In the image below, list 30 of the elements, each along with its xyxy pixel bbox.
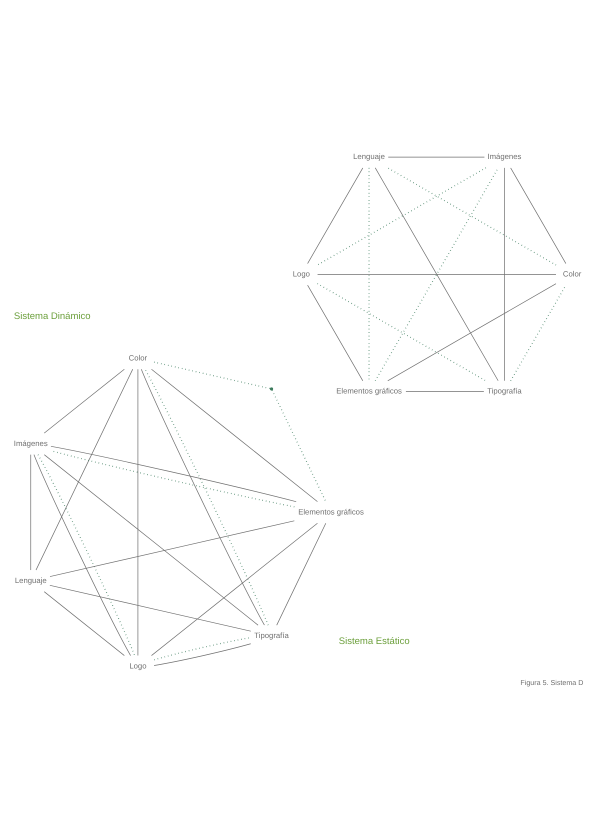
connector xyxy=(368,168,370,381)
connector xyxy=(272,390,326,502)
connector xyxy=(387,167,556,266)
connector xyxy=(388,156,485,158)
connector xyxy=(151,522,318,656)
connector xyxy=(317,274,556,275)
connector xyxy=(510,168,566,264)
connector xyxy=(504,167,505,382)
connector xyxy=(317,167,486,266)
connector xyxy=(154,643,252,666)
connector xyxy=(44,591,125,656)
connector xyxy=(50,520,295,577)
connector xyxy=(510,284,566,382)
connector xyxy=(307,168,364,264)
node-point xyxy=(270,387,274,391)
connector xyxy=(44,454,258,626)
label: Sistema Dinámico xyxy=(14,310,91,322)
connector xyxy=(154,637,251,660)
connector xyxy=(276,522,326,626)
connector xyxy=(406,391,484,392)
connector xyxy=(387,283,556,382)
connector xyxy=(30,454,32,570)
connector xyxy=(317,283,486,382)
connector xyxy=(307,284,364,382)
connector xyxy=(44,368,125,434)
connector xyxy=(36,368,134,570)
label: Sistema Estático xyxy=(338,636,410,647)
connector xyxy=(151,368,318,502)
connector xyxy=(154,362,270,390)
connector xyxy=(49,584,252,632)
